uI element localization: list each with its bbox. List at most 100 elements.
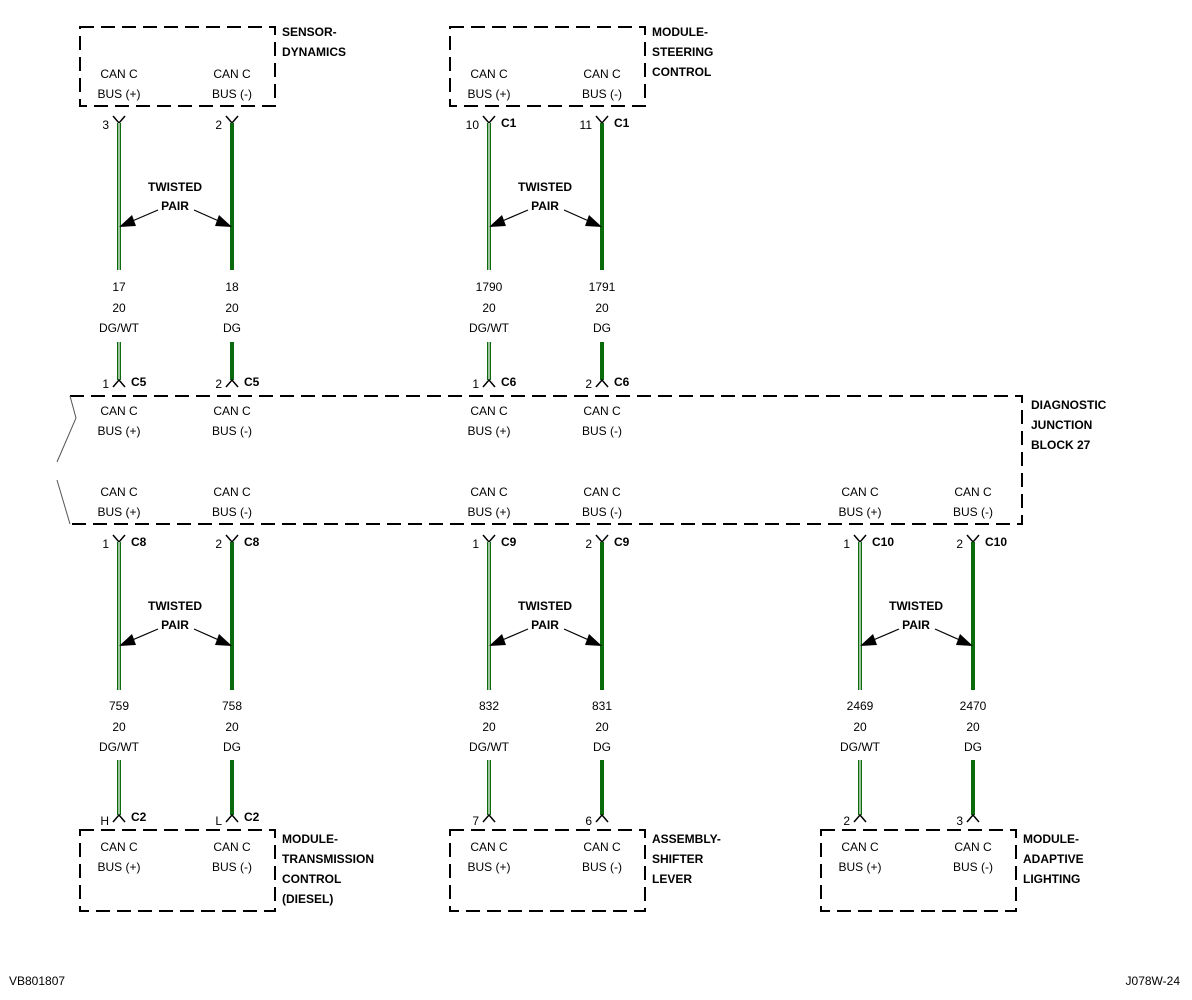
bus-label: BUS (+) — [467, 505, 510, 519]
bus-label: CAN C — [841, 485, 879, 499]
bus-label: BUS (+) — [467, 87, 510, 101]
pin-symbol — [482, 378, 496, 388]
leader-line — [563, 628, 592, 642]
pin-symbol — [966, 534, 980, 544]
module-name-line: MODULE- — [652, 25, 708, 39]
wire-gauge: 20 — [225, 301, 239, 315]
pin-symbol — [482, 115, 496, 125]
twisted-pair-label: PAIR — [161, 199, 189, 213]
wire-color: DG/WT — [469, 321, 510, 335]
connector-id: C2 — [131, 810, 147, 824]
circuit-number: 18 — [225, 280, 239, 294]
twisted-pair-adaptive-lighting: 1 C10 2 C10 TWISTED PAIR 2469 20 DG/WT 2… — [840, 534, 1007, 828]
circuit-number: 1790 — [476, 280, 503, 294]
pin-symbol — [595, 534, 609, 544]
bus-label: CAN C — [583, 67, 621, 81]
bus-label: BUS (-) — [212, 860, 252, 874]
module-name-line: ADAPTIVE — [1023, 852, 1084, 866]
transmission-control-module: MODULE- TRANSMISSION CONTROL (DIESEL) CA… — [79, 829, 374, 912]
leader-line — [129, 209, 159, 223]
junction-block-name-line: DIAGNOSTIC — [1031, 398, 1107, 412]
adaptive-lighting-module: MODULE- ADAPTIVE LIGHTING CAN C BUS (+) … — [820, 829, 1084, 912]
bus-label: CAN C — [100, 840, 138, 854]
leader-line — [563, 209, 592, 223]
pin-symbol — [112, 378, 126, 388]
bus-label: CAN C — [583, 404, 621, 418]
connector-id: C9 — [501, 535, 517, 549]
connector-id: C2 — [244, 810, 260, 824]
bus-label: CAN C — [841, 840, 879, 854]
circuit-number: 831 — [592, 699, 612, 713]
break-mark — [56, 395, 77, 525]
figure-code-right: J078W-24 — [1126, 974, 1181, 988]
connector-id: C6 — [614, 375, 630, 389]
wire-gauge: 20 — [482, 301, 496, 315]
bus-label: BUS (+) — [838, 505, 881, 519]
circuit-number: 832 — [479, 699, 499, 713]
wire-color: DG — [593, 740, 611, 754]
module-name-line: CONTROL — [282, 872, 341, 886]
pin-number: 2 — [585, 537, 592, 551]
arrowhead — [119, 215, 136, 227]
pin-number: 2 — [215, 537, 222, 551]
bus-label: BUS (-) — [582, 424, 622, 438]
bus-label: BUS (+) — [467, 424, 510, 438]
pin-number: 3 — [956, 814, 963, 828]
module-outline — [79, 26, 276, 107]
module-name-line: MODULE- — [282, 832, 338, 846]
module-name-line: TRANSMISSION — [282, 852, 374, 866]
pin-number: 6 — [585, 814, 592, 828]
twisted-pair-sensor-dynamics: 3 2 TWISTED PAIR 17 20 DG/WT 18 20 DG 1 … — [99, 115, 260, 391]
bus-label: CAN C — [213, 485, 251, 499]
pin-number: 11 — [580, 118, 593, 132]
module-name-line: SHIFTER — [652, 852, 704, 866]
bus-label: CAN C — [100, 485, 138, 499]
arrowhead — [585, 634, 602, 646]
twisted-pair-label: TWISTED — [518, 599, 572, 613]
pin-symbol — [482, 534, 496, 544]
pin-number: 7 — [472, 814, 479, 828]
bus-label: BUS (-) — [953, 860, 993, 874]
connector-id: C10 — [872, 535, 894, 549]
bus-label: BUS (-) — [953, 505, 993, 519]
bus-label: BUS (+) — [838, 860, 881, 874]
wire-color: DG — [223, 321, 241, 335]
steering-control-module: MODULE- STEERING CONTROL CAN C BUS (+) C… — [449, 25, 713, 107]
bus-label: CAN C — [583, 485, 621, 499]
bus-label: CAN C — [470, 67, 508, 81]
pin-symbol — [225, 115, 239, 125]
bus-label: CAN C — [213, 67, 251, 81]
module-name-line: MODULE- — [1023, 832, 1079, 846]
bus-label: BUS (-) — [212, 424, 252, 438]
leader-line — [193, 209, 222, 223]
leader-line — [934, 628, 963, 642]
twisted-pair-label: TWISTED — [889, 599, 943, 613]
circuit-number: 758 — [222, 699, 242, 713]
pin-symbol — [595, 378, 609, 388]
arrowhead — [119, 634, 136, 646]
pin-number: 1 — [843, 537, 850, 551]
module-outline — [820, 829, 1017, 912]
arrowhead — [215, 215, 232, 227]
connector-id: C1 — [614, 116, 630, 130]
connector-id: C1 — [501, 116, 517, 130]
leader-line — [499, 209, 529, 223]
leader-line — [129, 628, 159, 642]
connector-id: C5 — [131, 375, 147, 389]
connector-id: C10 — [985, 535, 1007, 549]
wire-gauge: 20 — [112, 301, 126, 315]
module-outline — [449, 26, 646, 107]
pin-number: 1 — [102, 537, 109, 551]
wire-gauge: 20 — [595, 301, 609, 315]
pin-number: H — [100, 814, 109, 828]
bus-label: BUS (+) — [97, 860, 140, 874]
pin-number: 2 — [585, 377, 592, 391]
wire-color: DG — [223, 740, 241, 754]
connector-id: C6 — [501, 375, 517, 389]
junction-block-name-line: JUNCTION — [1031, 418, 1092, 432]
bus-label: CAN C — [954, 840, 992, 854]
pin-number: 2 — [215, 377, 222, 391]
pin-symbol — [225, 813, 239, 823]
module-name-line: LEVER — [652, 872, 692, 886]
